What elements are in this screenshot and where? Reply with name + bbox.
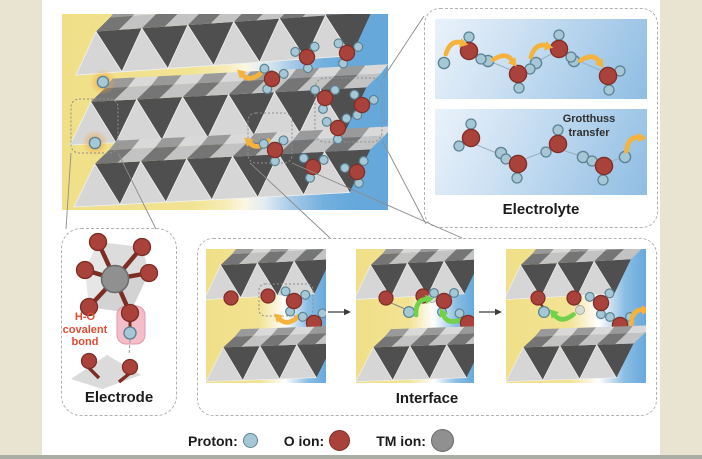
o-ion-icon — [75, 260, 95, 280]
grotthuss-transfer-label: Grotthuss transfer — [562, 113, 616, 139]
transferring-proton-icon — [402, 305, 416, 319]
step-arrow-icon — [344, 308, 351, 316]
legend-o-ion-label: O ion: — [283, 432, 325, 449]
o-ion-icon — [120, 303, 140, 323]
electrolyte-callout-box — [314, 77, 383, 143]
intercalated-proton-icon — [96, 75, 110, 89]
water-molecule-icon — [452, 117, 482, 153]
electrode-callout-box — [70, 98, 119, 154]
o-ion-icon — [121, 358, 139, 376]
water-molecule-icon — [499, 152, 529, 185]
interface-step-2-figure — [356, 249, 474, 383]
proton-dot-icon — [242, 433, 258, 448]
o-ion-dot-icon — [329, 430, 351, 451]
interface-step-1-figure — [206, 249, 326, 383]
page-margin-right — [660, 0, 702, 459]
interface-panel: Interface — [197, 238, 657, 416]
surface-o-ion-icon — [530, 290, 546, 306]
interface-title: Interface — [395, 390, 459, 407]
intercalated-proton-icon — [88, 136, 102, 150]
leaving-proton-ghost-icon — [575, 305, 585, 315]
legend-proton-label: Proton: — [188, 432, 238, 449]
interface-step-2 — [356, 249, 474, 383]
o-ion-icon — [132, 237, 152, 257]
water-molecule-icon — [597, 64, 627, 97]
surface-o-ion-icon — [566, 290, 582, 306]
surface-o-ion-icon — [260, 288, 276, 304]
electrode-layers-figure — [62, 14, 388, 210]
electrolyte-panel: Grotthuss transfer Electrolyte — [424, 8, 658, 228]
electrode-title: Electrode — [84, 389, 154, 406]
water-molecule-icon — [507, 62, 537, 95]
o-ion-icon — [80, 352, 98, 370]
water-molecule-icon — [585, 154, 615, 187]
electrode-octahedron-figure — [71, 232, 159, 389]
main-scene-panel — [62, 14, 388, 210]
hopping-proton-icon — [437, 56, 451, 70]
legend-tm-ion-label: TM ion: — [376, 432, 426, 449]
step-arrow-icon — [495, 308, 502, 316]
proton-transfer-arrow-icon — [547, 306, 573, 325]
electrolyte-hopping-subpanel — [435, 19, 647, 99]
tm-ion-dot-icon — [430, 429, 454, 452]
water-molecule-icon — [548, 28, 578, 64]
legend-item-o-ion: O ion: — [283, 430, 351, 451]
electrode-panel: H-O covalent bond Electrode — [61, 228, 177, 416]
adsorbed-proton-icon — [537, 305, 551, 319]
o-ion-icon — [79, 297, 99, 317]
electrolyte-title: Electrolyte — [502, 201, 580, 218]
grotthuss-chain-active — [437, 28, 627, 97]
tm-ion-icon — [100, 264, 130, 294]
interface-step-3 — [506, 249, 646, 383]
o-ion-icon — [88, 232, 108, 252]
interface-step-1 — [206, 249, 326, 383]
page-margin-left — [0, 0, 42, 459]
h-o-covalent-bond-label: H-O covalent bond — [62, 311, 108, 349]
surface-o-ion-icon — [378, 290, 394, 306]
surface-o-ion-icon — [223, 290, 239, 306]
electrolyte-chain-subpanel: Grotthuss transfer — [435, 109, 647, 195]
o-ion-icon — [139, 263, 159, 283]
covalent-proton-icon — [123, 326, 137, 340]
grotthuss-chain-idle — [452, 117, 647, 187]
legend-item-tm-ion: TM ion: — [376, 429, 454, 452]
reaction-site-callout-box — [258, 283, 314, 317]
page-bottom-edge — [0, 455, 702, 459]
legend-item-proton: Proton: — [188, 433, 258, 449]
legend: Proton: O ion: TM ion: — [188, 429, 454, 452]
interface-step-3-figure — [506, 249, 646, 383]
water-molecule-icon — [458, 30, 488, 66]
